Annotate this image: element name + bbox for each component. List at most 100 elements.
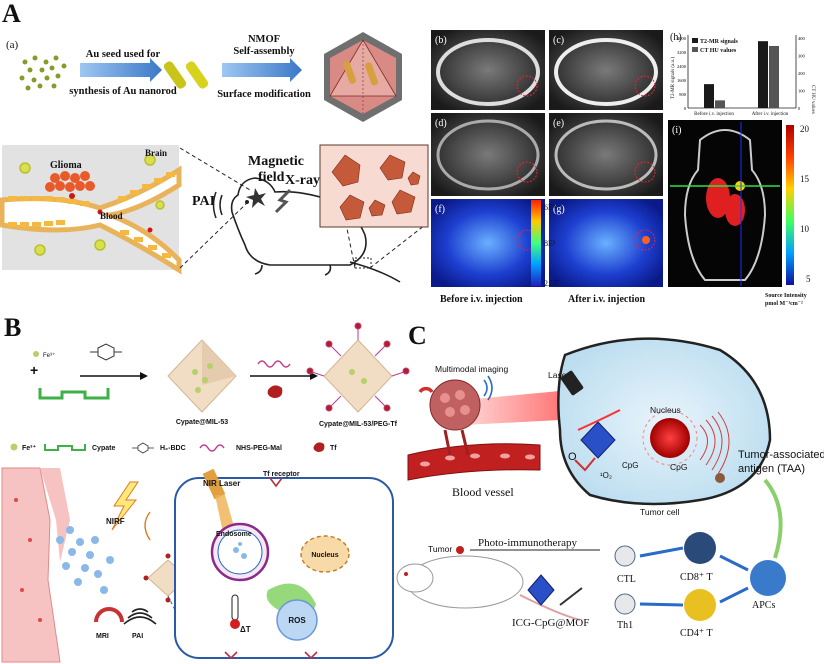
step2-label-c: Surface modification xyxy=(217,89,311,100)
panel-b-letter: B xyxy=(4,313,21,342)
tick-left: 0 xyxy=(684,106,687,111)
legend-swatch-2 xyxy=(692,47,698,52)
taa-label-2: antigen (TAA) xyxy=(738,463,805,475)
tick-left: 2400 xyxy=(677,64,687,69)
ylabel-right: CT HU values xyxy=(810,85,815,114)
scale-tick-20: 20 xyxy=(800,124,810,134)
cd4-label: CD4⁺ T xyxy=(680,628,713,639)
zoom-line-1 xyxy=(179,147,251,191)
tick-left: 800 xyxy=(679,92,687,97)
legend-tf: Tf xyxy=(330,445,337,452)
tf-receptor-icon xyxy=(269,477,283,488)
panel-b: B Fe³⁺ + Cypate@MIL-53 xyxy=(1,313,410,663)
peg-tf-label: Cypate@MIL-53/PEG-Tf xyxy=(319,421,398,428)
cd4-cell xyxy=(684,589,716,621)
scale-tick-5: 5 xyxy=(806,274,811,284)
tick-right: 100 xyxy=(798,89,806,94)
bar-1-series-2 xyxy=(715,100,725,108)
legend-tf-icon xyxy=(313,442,325,452)
legend-1: T2-MR signals xyxy=(700,39,739,45)
legend-fe: Fe³⁺ xyxy=(22,444,37,452)
thermometer-bulb xyxy=(230,619,240,629)
tf-icon xyxy=(267,385,283,398)
legend-2: CT HU values xyxy=(700,48,737,54)
xray-bolt-icon xyxy=(274,188,292,214)
cat-label-1: Before i.v. injection xyxy=(694,112,734,117)
taa-label-1: Tumor-associated xyxy=(738,449,824,461)
sub-d: (d) xyxy=(435,118,447,129)
vessel-cells xyxy=(420,453,535,467)
ct-mri-images xyxy=(431,30,663,287)
mouse-eye xyxy=(245,200,249,204)
cypate-mil53-octahedron xyxy=(167,339,237,413)
immune-arrows xyxy=(639,546,749,607)
bar-2-series-2 xyxy=(769,45,779,108)
scale-tick-10: 10 xyxy=(800,224,810,234)
er-stripes xyxy=(699,411,730,475)
signal-waves-icon xyxy=(483,375,493,401)
nucleus-c-label: Nucleus xyxy=(650,405,681,415)
step1-label-b: synthesis of Au nanorod xyxy=(69,86,177,97)
thermometer-icon xyxy=(231,594,239,621)
bdc-molecule xyxy=(90,343,122,361)
tick-left: 1600 xyxy=(677,78,687,83)
laser-c-label: Laser xyxy=(548,370,569,380)
au-seed-dots xyxy=(19,55,67,91)
nucleus-b-label: Nucleus xyxy=(311,552,338,559)
arrow-b1-head xyxy=(140,372,148,380)
blood-vessel-c xyxy=(407,443,541,481)
arrow-b2-head xyxy=(310,372,318,380)
scale-mid: 8E³ xyxy=(544,239,556,248)
injection-box xyxy=(354,257,372,269)
plus-label: + xyxy=(30,362,38,378)
tf-receptor-bottom-icons xyxy=(224,651,318,660)
nmof-hexagon xyxy=(324,32,402,122)
endosome-particles xyxy=(233,542,247,559)
th1-label: Th1 xyxy=(617,620,633,631)
cd8-label: CD8⁺ T xyxy=(680,572,713,583)
brain-label: Brain xyxy=(145,148,167,158)
legend-swatch-1 xyxy=(692,38,698,43)
sub-i: (i) xyxy=(672,125,681,136)
tick-right: 0 xyxy=(798,106,801,111)
blood-vessel-b xyxy=(1,467,70,663)
tumor-label: Tumor xyxy=(428,544,452,554)
tick-right: 300 xyxy=(798,54,806,59)
laser-device-icon xyxy=(560,370,584,396)
laser-c-beam xyxy=(577,409,621,431)
sub-b: (b) xyxy=(435,35,447,46)
cd8-cell xyxy=(684,532,716,564)
ros-label: ROS xyxy=(288,616,306,625)
scale-tick-15: 15 xyxy=(800,174,810,184)
panel-a-letter: A xyxy=(2,0,21,28)
panel-a: A (a) Au seed used for synthesis of Au n… xyxy=(0,0,818,307)
step1-arrow xyxy=(80,58,162,82)
zoom-line-2 xyxy=(179,199,251,269)
ctl-label: CTL xyxy=(617,574,636,585)
nmof-particles-box xyxy=(319,144,429,228)
nirf-label: NIRF xyxy=(106,517,125,526)
legend-cypate: Cypate xyxy=(92,445,115,452)
tumor-dot xyxy=(456,546,464,554)
bar-1-series-1 xyxy=(704,84,714,108)
legend-bdc: H₂-BDC xyxy=(160,445,186,452)
source-unit: pmol M⁻¹cm⁻² xyxy=(765,301,803,307)
vessel-branches xyxy=(443,429,470,456)
peg-tf-octahedron xyxy=(306,322,410,413)
cypate-mil53-label: Cypate@MIL-53 xyxy=(176,419,228,426)
icg-mof-icon xyxy=(527,574,555,606)
mouse-outline xyxy=(230,177,401,283)
syringe-icon xyxy=(559,587,583,606)
panel-a-sub-a: (a) xyxy=(6,39,19,51)
mri-magnet-icon xyxy=(94,607,124,623)
panel-c-letter: C xyxy=(408,321,427,350)
o-label: O xyxy=(568,451,577,463)
magnet-icon xyxy=(418,386,434,394)
au-nanorods xyxy=(163,61,209,89)
fe-label: Fe³⁺ xyxy=(43,352,55,359)
zoom-line-4 xyxy=(369,224,426,269)
blood-vessel-label: Blood vessel xyxy=(452,485,514,499)
legend-cypate-icon xyxy=(44,444,86,451)
